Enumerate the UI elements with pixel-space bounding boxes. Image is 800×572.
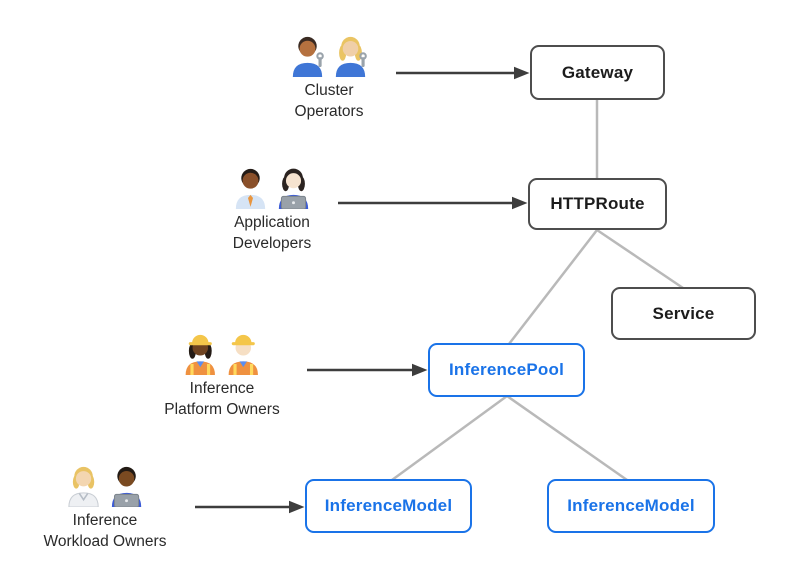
arrow-platform-owners-inferencepool — [307, 363, 428, 377]
persona-inference-platform-owners-label: Inference Platform Owners — [164, 380, 280, 418]
health-worker-icon — [68, 466, 99, 507]
node-httproute: HTTPRoute — [528, 178, 667, 230]
woman-technologist-icon — [278, 168, 309, 209]
node-service: Service — [611, 287, 756, 340]
node-inferencemodel-left: InferenceModel — [305, 479, 472, 533]
persona-inference-platform-owners-figures — [181, 331, 262, 375]
node-gateway-label: Gateway — [561, 62, 634, 82]
persona-inference-workload-owners-label: Inference Workload Owners — [43, 512, 167, 550]
persona-cluster-operators-label: Cluster Operators — [294, 82, 364, 120]
node-service-label: Service — [652, 303, 715, 323]
arrow-workload-owners-inferencemodel — [195, 500, 305, 514]
node-gateway: Gateway — [530, 45, 665, 100]
arrow-cluster-operators-gateway — [396, 66, 530, 80]
edge-httproute-service — [596, 228, 684, 290]
man-technologist-icon — [111, 466, 142, 507]
edge-httproute-inferencepool — [508, 229, 598, 345]
node-httproute-label: HTTPRoute — [550, 194, 645, 213]
edge-inferencepool-inferencemodel-right — [506, 394, 628, 482]
persona-inference-workload-owners-figures — [65, 463, 146, 507]
node-inferencepool-label: InferencePool — [448, 360, 565, 379]
node-inferencemodel-right: InferenceModel — [547, 479, 715, 533]
persona-application-developers-figures — [232, 165, 313, 209]
persona-inference-workload-owners: Inference Workload Owners — [43, 463, 167, 552]
node-inferencepool: InferencePool — [428, 343, 585, 397]
persona-cluster-operators: Cluster Operators — [289, 33, 370, 122]
man-mechanic-icon — [292, 36, 324, 77]
arrow-application-developers-httproute — [338, 196, 528, 210]
woman-construction-worker-icon — [185, 334, 216, 375]
persona-application-developers-label: Application Developers — [232, 214, 312, 252]
woman-mechanic-icon — [335, 36, 367, 77]
man-construction-worker-icon — [228, 334, 259, 375]
node-inferencemodel-left-label: InferenceModel — [324, 496, 453, 515]
persona-cluster-operators-figures — [289, 33, 370, 77]
man-office-worker-icon — [235, 168, 266, 209]
edge-inferencepool-inferencemodel-left — [391, 394, 508, 482]
persona-application-developers: Application Developers — [232, 165, 313, 254]
node-inferencemodel-right-label: InferenceModel — [567, 496, 695, 515]
persona-inference-platform-owners: Inference Platform Owners — [164, 331, 280, 420]
